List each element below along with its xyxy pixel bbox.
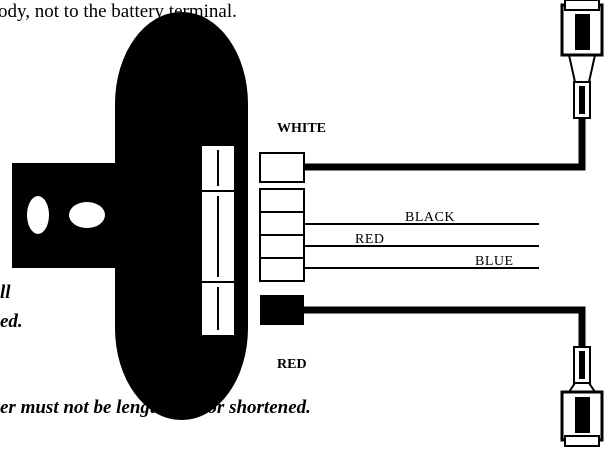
mounting-hole-right xyxy=(69,202,105,228)
blue-wire-label: BLUE xyxy=(475,254,514,269)
white-wire xyxy=(304,52,586,171)
red-terminal-block xyxy=(260,295,304,325)
red-wire-label: RED xyxy=(277,357,307,372)
red-thin-wire-label: RED xyxy=(355,232,385,247)
mounting-hole-left xyxy=(27,196,49,234)
white-terminal-block xyxy=(259,152,305,183)
red-wire xyxy=(304,306,586,395)
bottom-warning-note: er must not be lengthened or shortened. xyxy=(0,397,311,418)
side-note-line-1: ll xyxy=(0,282,11,303)
signal-terminal-block-2 xyxy=(259,211,305,236)
top-caption: ody, not to the battery terminal. xyxy=(0,1,237,22)
signal-terminal-block-3 xyxy=(259,234,305,259)
black-wire-label: BLACK xyxy=(405,210,455,225)
signal-terminal-block-1 xyxy=(259,188,305,213)
signal-terminal-block-4 xyxy=(259,257,305,282)
bottom-connector-plug xyxy=(560,346,604,447)
side-note-line-2: ed. xyxy=(0,311,23,332)
white-wire-label: WHITE xyxy=(277,121,327,136)
top-connector-plug xyxy=(560,0,604,119)
